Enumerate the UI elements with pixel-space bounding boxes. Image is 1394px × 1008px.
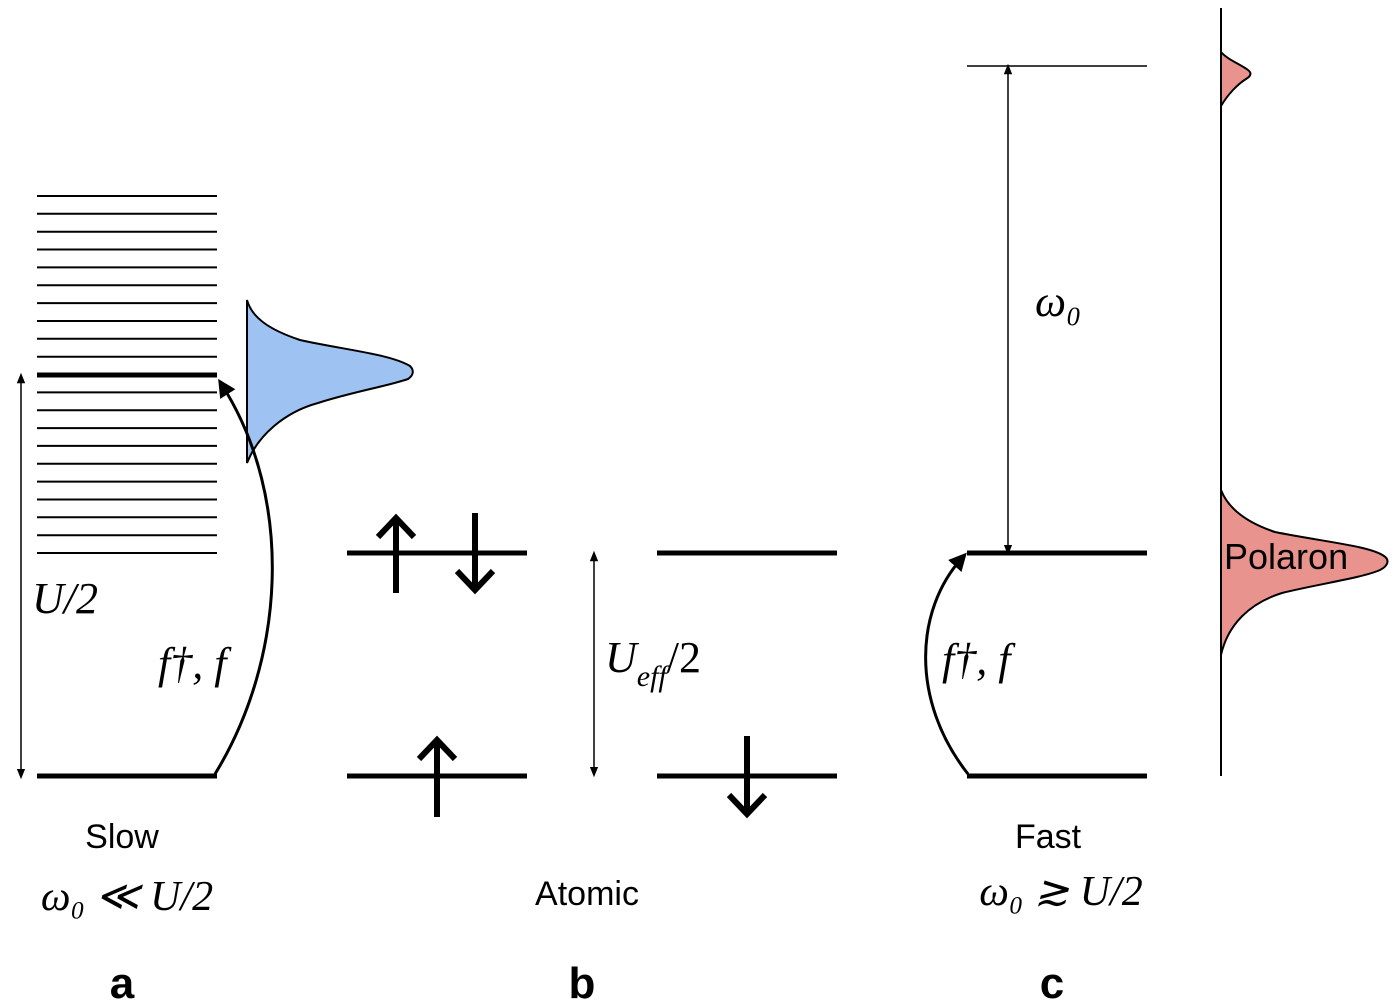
regime-name-b: Atomic xyxy=(535,875,639,913)
panel-letter-b: b xyxy=(569,959,596,1008)
energy-label-a: U/2 xyxy=(32,574,98,623)
operator-label-a: f†, f xyxy=(158,639,232,688)
phonon-energy-label: ω₀ xyxy=(1035,277,1081,326)
sideband-spectral-peak xyxy=(1220,49,1252,110)
panel-b: Ueff/2 Atomic b xyxy=(347,513,837,1008)
regime-name-c: Fast xyxy=(1015,818,1082,856)
operator-label-c: f†, f xyxy=(942,635,1016,684)
transition-arrow-a xyxy=(213,378,274,775)
spin-down-arrow-icon xyxy=(726,736,768,819)
panel-letter-c: c xyxy=(1040,959,1064,1008)
transition-arrow-c xyxy=(924,552,970,775)
panel-a: U/2 f†, f Slow ω₀ ≪ U/2 a xyxy=(16,195,414,1008)
spin-down-arrow-icon xyxy=(454,513,496,595)
slow-spectral-peak xyxy=(246,299,414,464)
energy-label-b: Ueff/2 xyxy=(605,633,701,693)
regime-name-a: Slow xyxy=(85,818,159,856)
spin-up-arrow-icon xyxy=(416,735,458,817)
phonon-level-stack xyxy=(37,195,217,554)
regime-condition-c: ω₀ ≳ U/2 xyxy=(979,869,1142,915)
panel-c: ω₀ f†, f Polaron Fast ω₀ ≳ U/2 c xyxy=(924,8,1389,1008)
polaron-label: Polaron xyxy=(1224,536,1348,577)
polaron-spectral-peak xyxy=(1220,489,1389,656)
regime-condition-a: ω₀ ≪ U/2 xyxy=(41,874,213,920)
spin-up-arrow-icon xyxy=(375,513,417,593)
panel-letter-a: a xyxy=(110,959,135,1008)
